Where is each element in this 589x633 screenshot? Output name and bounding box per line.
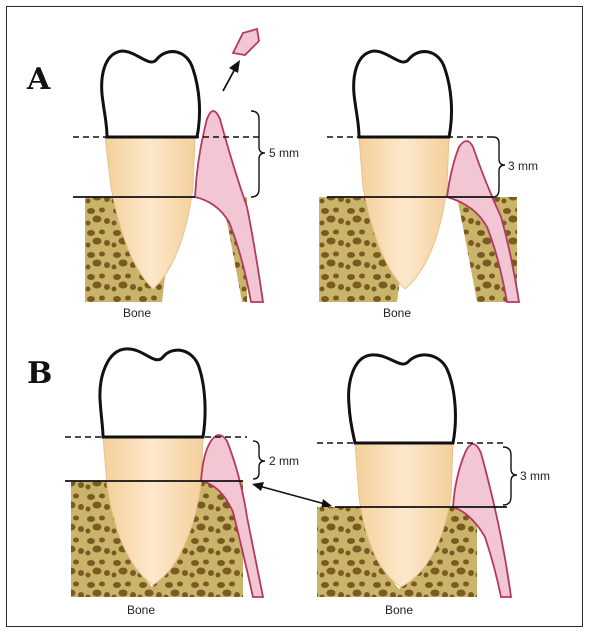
comparison-arrow <box>252 482 332 509</box>
panel-a-before: 5 mm Bone <box>73 29 299 320</box>
measure-label: 3 mm <box>520 469 550 483</box>
panel-a-letter: A <box>26 62 51 97</box>
measure-bracket <box>493 137 505 197</box>
measure-bracket <box>253 441 265 479</box>
diagram-canvas: A B 5 mm Bone 3 mm Bone 2 mm <box>7 7 584 628</box>
removal-arrow-head <box>229 60 240 73</box>
figure-frame: A B 5 mm Bone 3 mm Bone 2 mm <box>6 6 583 627</box>
bone-label: Bone <box>385 603 413 617</box>
panel-a-after: 3 mm Bone <box>319 51 538 320</box>
removed-tissue-fragment <box>233 29 259 55</box>
crown <box>100 349 205 437</box>
crown <box>354 51 452 137</box>
bone-label: Bone <box>127 603 155 617</box>
panel-b-letter: B <box>27 356 52 391</box>
crown <box>102 51 200 137</box>
panel-b-before: 2 mm Bone <box>65 349 299 617</box>
crown <box>349 355 456 443</box>
measure-bracket <box>251 111 265 197</box>
panel-b-after: 3 mm Bone <box>317 355 550 617</box>
measure-bracket <box>503 447 517 505</box>
measure-label: 2 mm <box>269 454 299 468</box>
gingiva <box>195 111 263 302</box>
measure-label: 5 mm <box>269 146 299 160</box>
measure-label: 3 mm <box>508 159 538 173</box>
bone-label: Bone <box>123 306 151 320</box>
bone-label: Bone <box>383 306 411 320</box>
